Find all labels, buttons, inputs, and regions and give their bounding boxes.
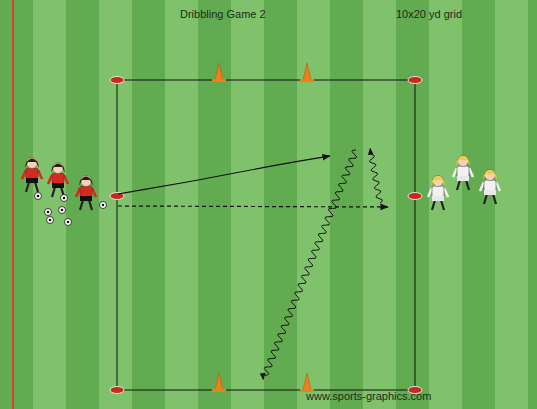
watermark: www.sports-graphics.com [306,390,431,402]
grid-size-label: 10x20 yd grid [396,8,462,20]
drill-title: Dribbling Game 2 [180,8,266,20]
